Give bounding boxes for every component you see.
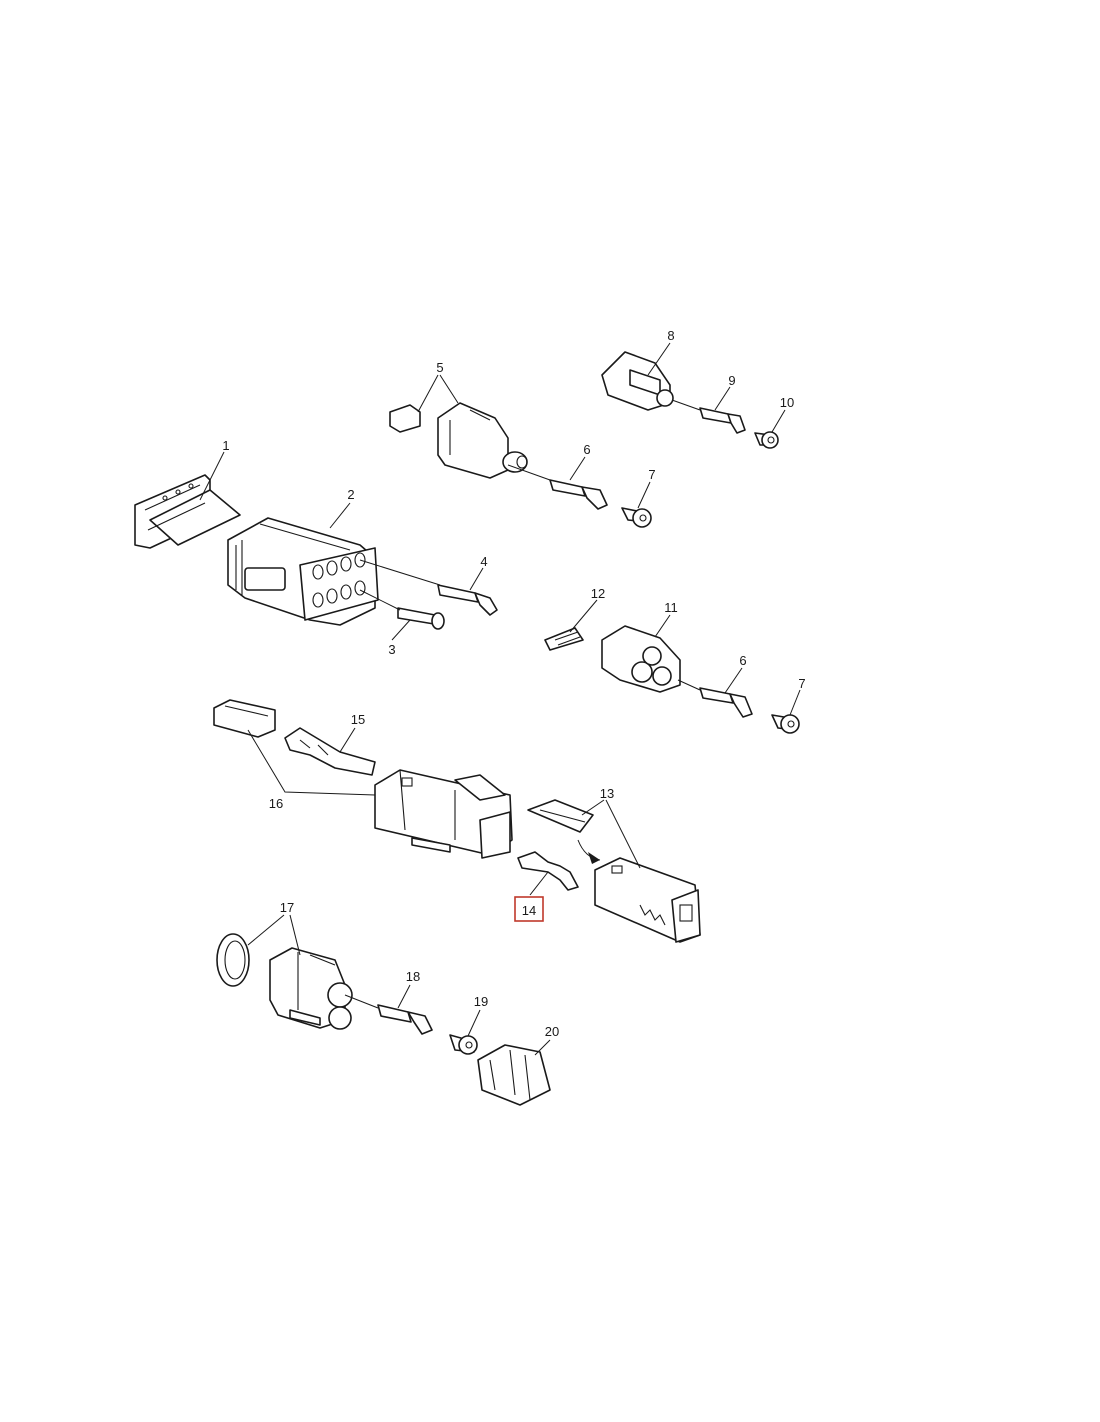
part-15-terminal-blade <box>284 727 376 776</box>
part-9-terminal <box>699 407 746 434</box>
callout-13: 13 <box>600 786 614 801</box>
part-6-terminal-mid <box>699 687 753 718</box>
part-19-seal <box>449 1034 478 1055</box>
callout-15: 15 <box>351 712 365 727</box>
callout-20: 20 <box>545 1024 559 1039</box>
callout-1: 1 <box>222 438 229 453</box>
part-13-housing <box>594 857 701 943</box>
part-14-terminal <box>517 851 579 891</box>
callout-5: 5 <box>436 360 443 375</box>
part-16-main-housing <box>374 769 513 859</box>
callout-8: 8 <box>667 328 674 343</box>
part-17-connector <box>269 947 353 1030</box>
part-7-seal-top <box>621 507 652 528</box>
callout-7-mid: 7 <box>798 676 805 691</box>
part-10-seal <box>754 431 779 449</box>
callout-7-top: 7 <box>648 467 655 482</box>
part-7-seal-mid <box>771 714 800 734</box>
callout-6-top: 6 <box>583 442 590 457</box>
part-18-terminal <box>377 1004 433 1035</box>
callout-16: 16 <box>269 796 283 811</box>
callout-12: 12 <box>591 586 605 601</box>
part-20-retainer <box>477 1044 551 1106</box>
callout-4: 4 <box>480 554 487 569</box>
callout-6-mid: 6 <box>739 653 746 668</box>
part-5-connector-and-lock <box>389 402 528 479</box>
callout-18: 18 <box>406 969 420 984</box>
insertion-arrow <box>577 839 601 861</box>
callout-10: 10 <box>780 395 794 410</box>
part-11-connector <box>601 625 681 693</box>
part-2-multipin-housing <box>227 517 379 626</box>
callout-2: 2 <box>347 487 354 502</box>
part-16-small-cap <box>213 699 276 738</box>
callout-14-highlight <box>514 896 544 922</box>
part-3-pin <box>397 607 445 630</box>
part-12-lock-clip <box>544 627 584 651</box>
callout-9: 9 <box>728 373 735 388</box>
callout-3: 3 <box>388 642 395 657</box>
callout-14: 14 <box>522 903 536 918</box>
callout-19: 19 <box>474 994 488 1009</box>
part-4-socket-terminal <box>437 584 498 616</box>
part-8-connector <box>601 351 674 411</box>
part-13-lock-plate <box>527 799 594 833</box>
leader-lines <box>199 342 801 1056</box>
part-6-terminal-top <box>549 479 608 510</box>
part-17-seal-ring <box>216 933 250 987</box>
callout-17: 17 <box>280 900 294 915</box>
insertion-arrowhead <box>588 852 600 864</box>
callout-11: 11 <box>664 600 678 615</box>
part-1-cover-plate <box>134 474 241 549</box>
callout-labels: 1 2 3 4 5 6 7 8 9 10 11 12 6 7 15 16 13 … <box>222 328 805 1039</box>
